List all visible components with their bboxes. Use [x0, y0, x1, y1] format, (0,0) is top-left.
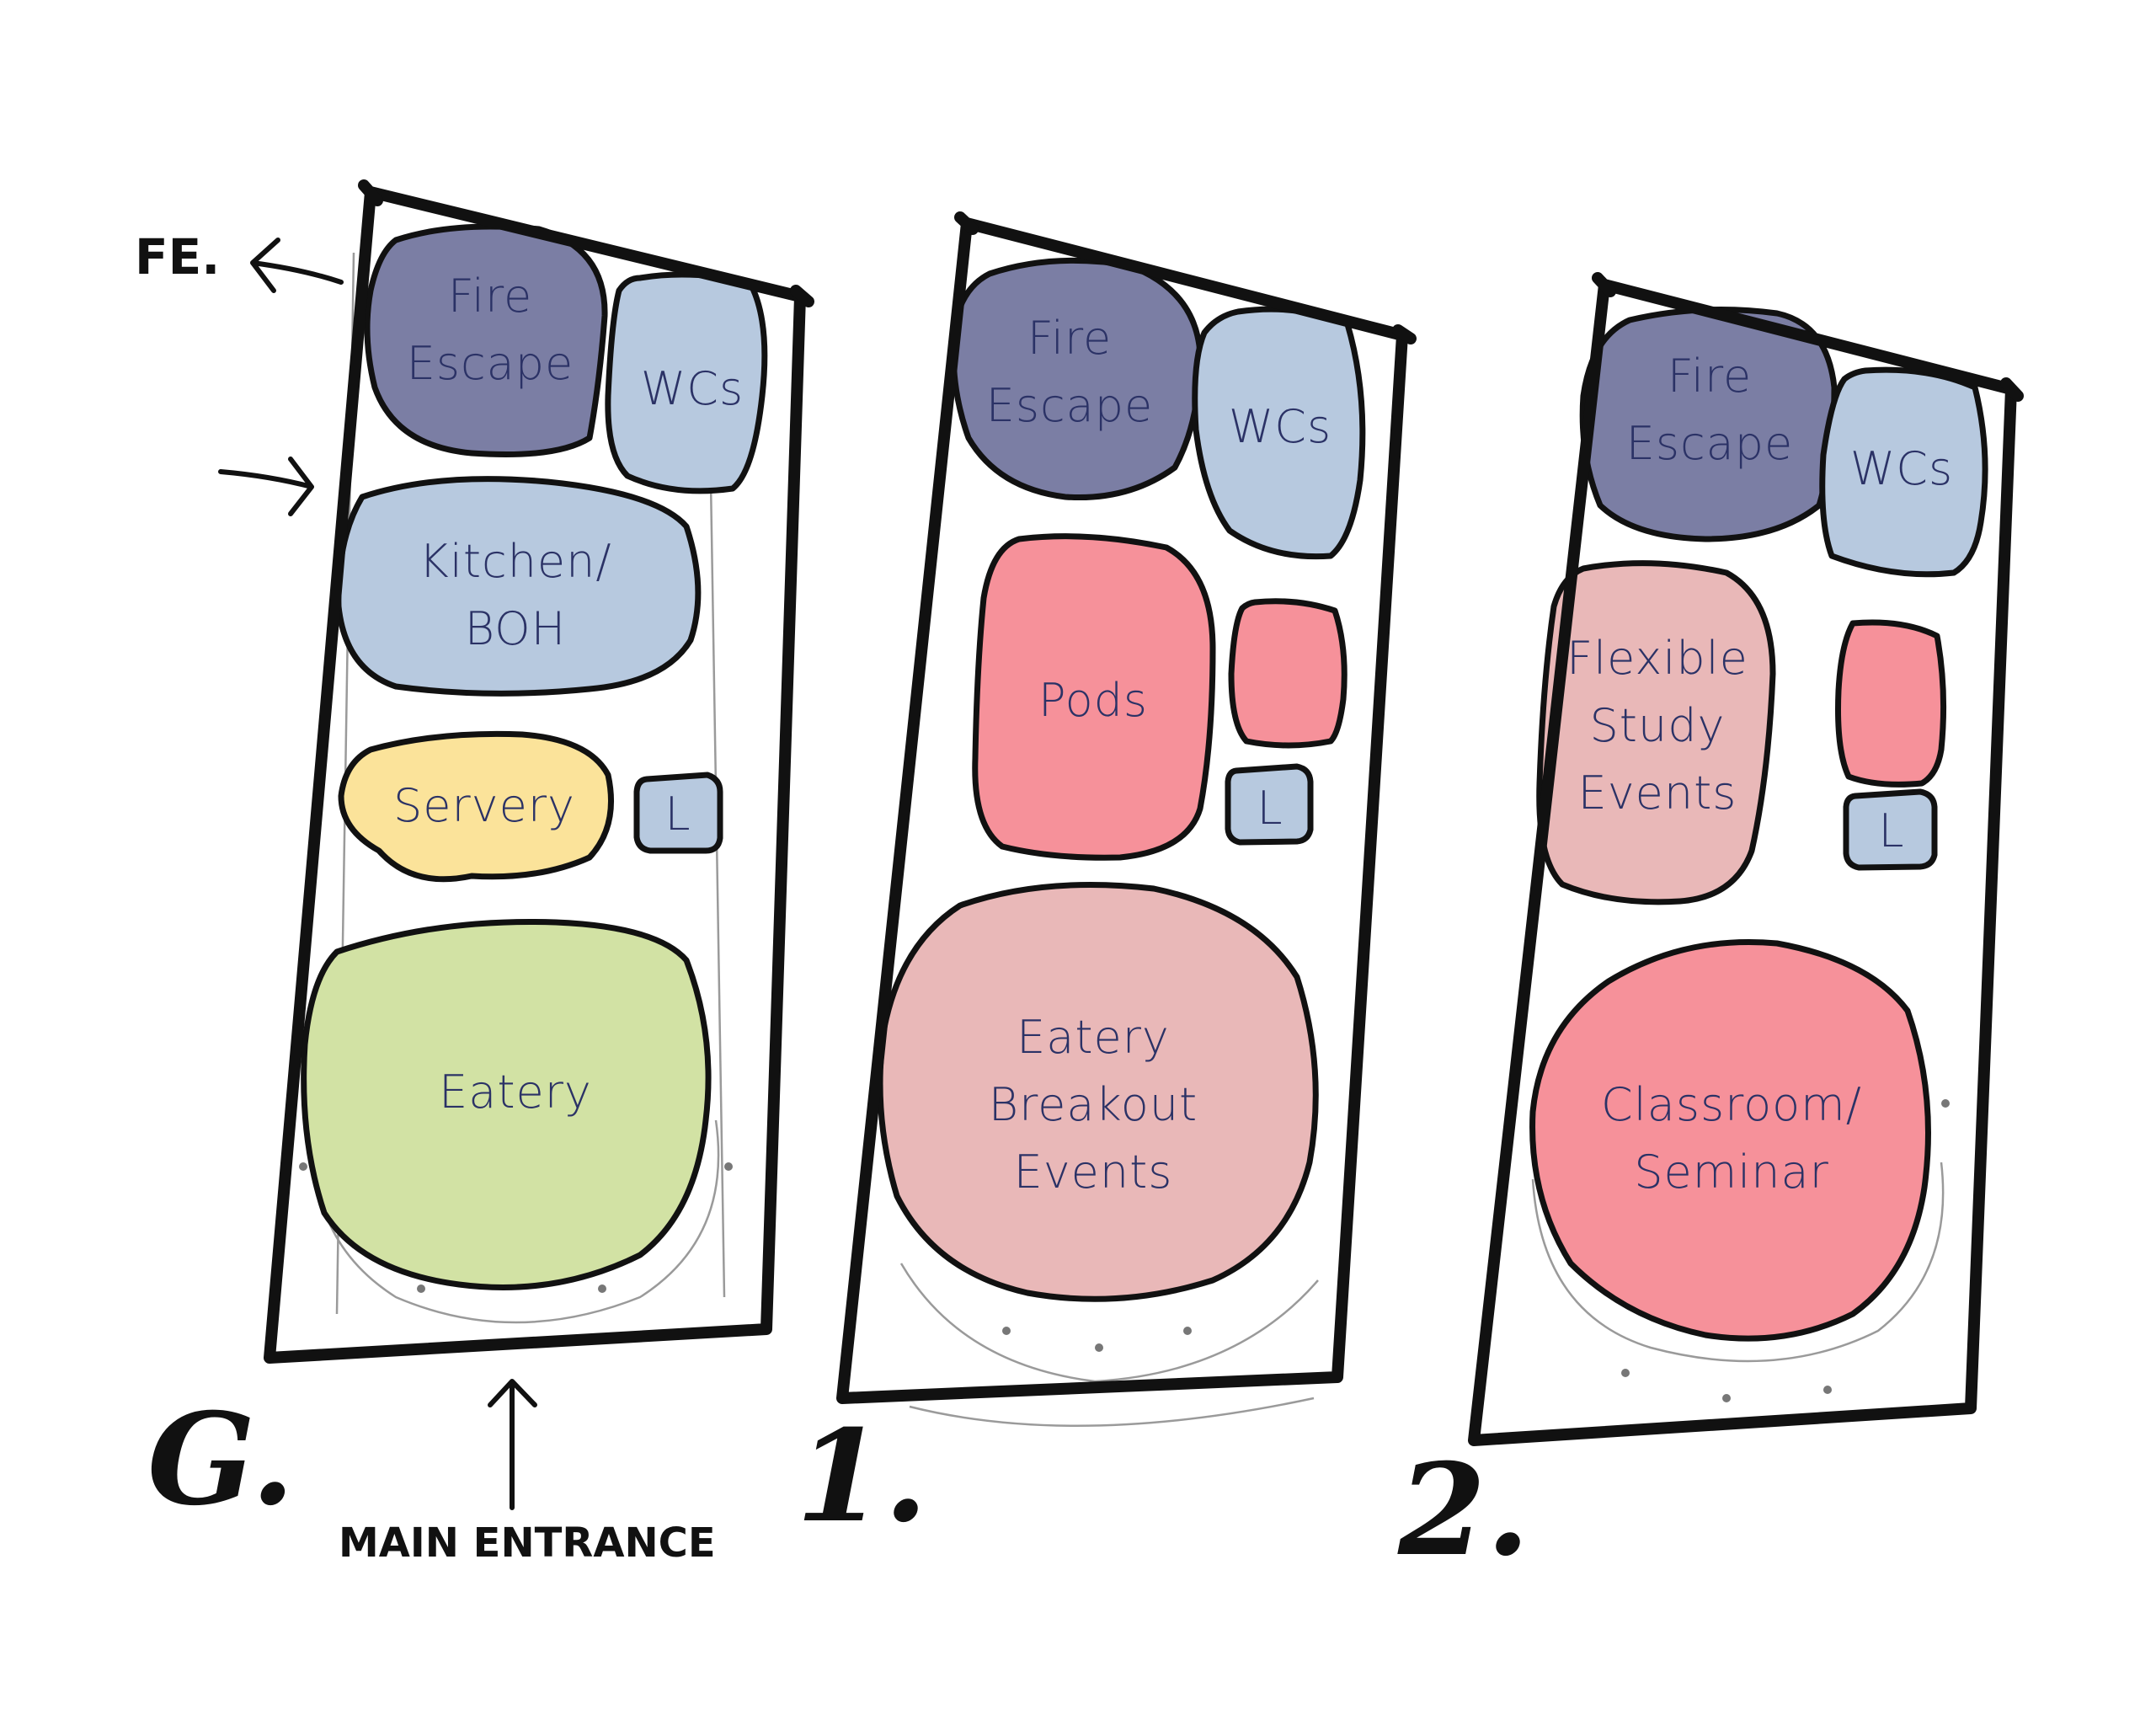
second-fire-escape-zone — [1579, 307, 1838, 542]
second-events-label: Events — [1578, 766, 1737, 820]
first-outline-overshoot — [954, 211, 1417, 344]
second-lift-zone — [1843, 788, 1938, 871]
second-column-dot — [1621, 1369, 1630, 1377]
ground-fire-escape-label: Escape — [407, 337, 574, 390]
first-underlay-curve — [909, 1397, 1315, 1427]
first-column-dot — [1002, 1327, 1011, 1335]
first-pods-label: Pods — [1038, 674, 1148, 727]
main-entrance-annotation: MAIN ENTRANCE — [339, 1519, 716, 1567]
first-underlay-curve — [899, 1263, 1319, 1383]
first-fire-escape-label: Escape — [986, 379, 1154, 432]
ground-kitchen-label: BOH — [465, 602, 567, 655]
first-column-dot — [1183, 1327, 1192, 1335]
ground-servery-label: Servery — [393, 779, 575, 832]
first-wcs-label: WCs — [1229, 400, 1331, 453]
side-entrance-arrow — [218, 457, 314, 516]
first-breakout-label: Breakout — [989, 1078, 1198, 1131]
second-floor-number: 2. — [1397, 1436, 1530, 1584]
second-flexible-small-zone — [1835, 619, 1947, 788]
fe-arrow — [250, 238, 344, 293]
second-column-dot — [1722, 1394, 1731, 1402]
first-events-label: Events — [1014, 1146, 1173, 1199]
ground-kitchen-zone — [335, 476, 702, 697]
first-lift-label: L — [1257, 782, 1283, 835]
ground-lift-zone — [633, 772, 723, 854]
ground-kitchen-label: Kitchen/ — [419, 535, 611, 588]
ground-column-dot — [417, 1284, 425, 1293]
second-fire-escape-label: Fire — [1668, 350, 1752, 403]
fe-annotation: FE. — [135, 228, 220, 286]
second-underlay-curve — [1531, 1162, 1945, 1363]
second-outline-overshoot — [1592, 272, 2024, 402]
first-wcs-zone — [1192, 306, 1366, 560]
first-floor-plan: Fire Escape WCs Pods L Eatery Breakout E… — [796, 211, 1417, 1551]
second-classroom-label: Classroom/ — [1601, 1078, 1862, 1131]
first-pod-small-zone — [1228, 598, 1348, 749]
first-column-dot — [1095, 1343, 1103, 1352]
ground-floor-plan: Fire Escape WCs Kitchen/ BOH Servery L E… — [135, 179, 814, 1567]
ground-eatery-label: Eatery — [439, 1065, 592, 1119]
second-seminar-label: Seminar — [1634, 1146, 1829, 1199]
second-column-dot — [1823, 1386, 1832, 1394]
second-flexible-zone — [1536, 560, 1776, 905]
ground-building-outline — [264, 186, 806, 1364]
ground-wcs-label: WCs — [641, 362, 744, 415]
ground-column-dot — [724, 1162, 733, 1171]
second-study-label: Study — [1590, 699, 1726, 752]
second-building-outline — [1468, 279, 2017, 1446]
first-building-outline — [836, 217, 1408, 1404]
second-floor-plan: Fire Escape WCs Flexible Study Events L … — [1397, 272, 2024, 1584]
first-fire-escape-label: Fire — [1027, 312, 1112, 365]
ground-lift-label: L — [664, 788, 691, 841]
ground-column-dot — [598, 1284, 606, 1293]
second-column-dot — [1941, 1099, 1950, 1108]
ground-outline-overshoot — [358, 179, 814, 307]
first-eatery-label: Eatery — [1017, 1011, 1170, 1064]
second-lift-label: L — [1878, 804, 1904, 857]
second-classroom-zone — [1529, 938, 1931, 1342]
second-wcs-label: WCs — [1850, 442, 1953, 495]
second-flexible-label: Flexible — [1566, 632, 1748, 685]
ground-servery-zone — [338, 730, 615, 883]
main-entrance-arrow — [488, 1379, 537, 1510]
first-pods-zone — [972, 533, 1216, 861]
ground-fire-escape-label: Fire — [448, 270, 532, 323]
ground-floor-number: G. — [147, 1386, 295, 1534]
second-fire-escape-label: Escape — [1626, 417, 1794, 470]
second-wcs-zone — [1819, 366, 1988, 578]
ground-eatery-zone — [301, 918, 712, 1290]
ground-column-dot — [299, 1162, 307, 1171]
first-floor-number: 1. — [796, 1402, 928, 1551]
first-lift-zone — [1225, 763, 1314, 846]
